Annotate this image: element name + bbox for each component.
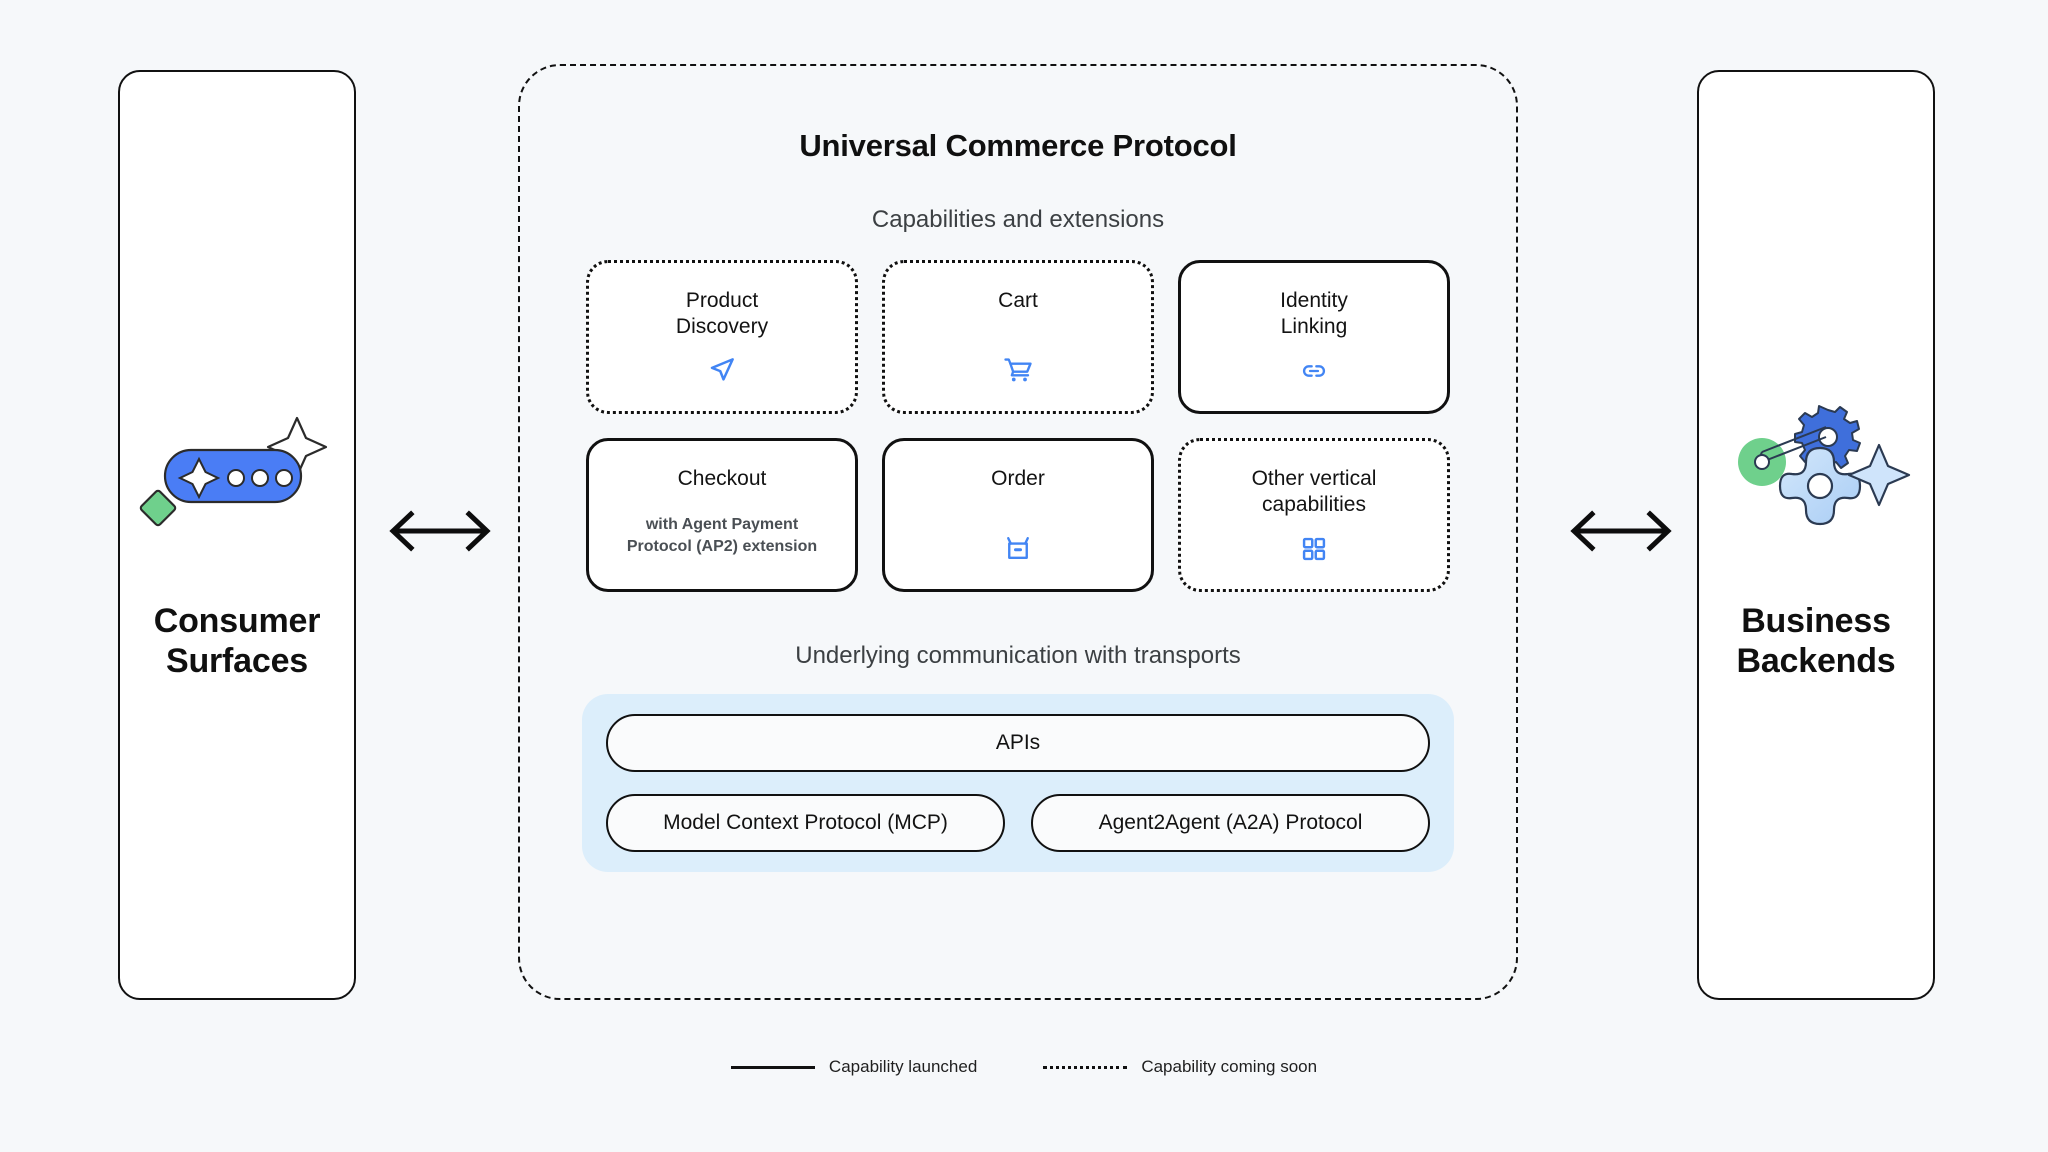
capability-subtitle: with Agent Payment Protocol (AP2) extens…	[626, 516, 818, 556]
business-backends-label: Business Backends	[1736, 602, 1896, 680]
double-headed-arrow-icon	[389, 510, 491, 552]
capability-card-other-vertical[interactable]: Other vertical capabilities	[1178, 438, 1450, 592]
capability-card-cart[interactable]: Cart	[882, 260, 1154, 414]
navigation-arrow-icon	[707, 355, 737, 385]
business-art-svg	[1738, 405, 1911, 526]
legend-dotted-line-icon	[1043, 1065, 1128, 1069]
legend-label: Capability launched	[828, 1057, 978, 1076]
legend-item-launched: Capability launched	[730, 1057, 978, 1077]
capability-grid: Product Discovery Cart Ide	[520, 260, 1516, 592]
capability-title: Other vertical capabilities	[1251, 467, 1377, 517]
connector-arrow-left	[385, 510, 495, 552]
capability-title: Order	[991, 467, 1045, 490]
basket-icon	[1003, 533, 1033, 563]
capability-card-identity-linking[interactable]: Identity Linking	[1178, 260, 1450, 414]
transport-pill-a2a[interactable]: Agent2Agent (A2A) Protocol	[1031, 794, 1430, 852]
chat-bubble-sparkle-illustration	[137, 388, 337, 568]
universal-commerce-protocol-container: Universal Commerce Protocol Capabilities…	[518, 64, 1518, 1000]
capability-title: Identity Linking	[1280, 289, 1348, 339]
legend-item-coming-soon: Capability coming soon	[1043, 1057, 1317, 1077]
transport-pill-apis[interactable]: APIs	[606, 714, 1430, 772]
page-title: Universal Commerce Protocol	[799, 128, 1237, 163]
capability-title: Product Discovery	[675, 289, 769, 339]
capability-title: Cart	[998, 289, 1038, 312]
transports-section-heading: Underlying communication with transports	[795, 642, 1241, 669]
consumer-surfaces-label: Consumer Surfaces	[153, 602, 321, 680]
shopping-cart-icon	[1003, 355, 1033, 385]
business-backends-panel: Business Backends	[1697, 70, 1935, 1000]
consumer-art-svg	[139, 417, 328, 527]
transports-panel: APIs Model Context Protocol (MCP) Agent2…	[582, 694, 1454, 872]
capability-card-product-discovery[interactable]: Product Discovery	[586, 260, 858, 414]
double-headed-arrow-icon	[1570, 510, 1672, 552]
capability-card-order[interactable]: Order	[882, 438, 1154, 592]
transport-pill-mcp[interactable]: Model Context Protocol (MCP)	[606, 794, 1005, 852]
capability-card-checkout[interactable]: Checkout with Agent Payment Protocol (AP…	[586, 438, 858, 592]
grid-icon	[1300, 535, 1328, 563]
link-icon	[1300, 357, 1328, 385]
gears-sparkle-illustration	[1716, 388, 1916, 568]
transport-secondary-row: Model Context Protocol (MCP) Agent2Agent…	[606, 794, 1430, 852]
connector-arrow-right	[1566, 510, 1676, 552]
capabilities-section-heading: Capabilities and extensions	[871, 206, 1165, 233]
capability-title: Checkout	[677, 467, 767, 490]
legend-solid-line-icon	[730, 1065, 815, 1069]
legend-label: Capability coming soon	[1141, 1057, 1318, 1076]
legend: Capability launched Capability coming so…	[0, 1057, 2048, 1077]
consumer-surfaces-panel: Consumer Surfaces	[118, 70, 356, 1000]
